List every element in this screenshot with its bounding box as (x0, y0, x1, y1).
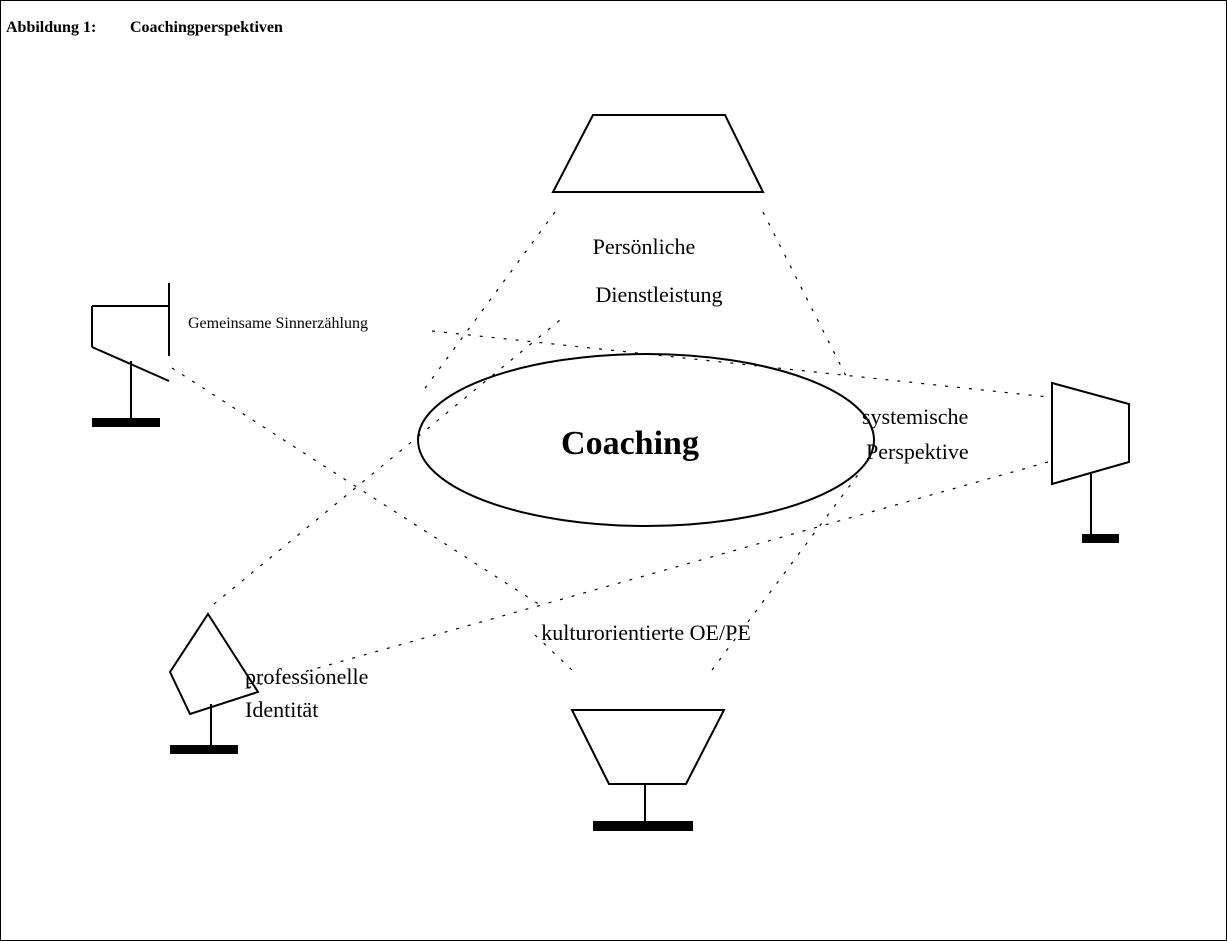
sight-line-bottom-left-upper (213, 319, 561, 605)
label-top-line1: Persönliche (593, 234, 696, 259)
label-left: Gemeinsame Sinnerzählung (188, 315, 368, 332)
sight-line-top-left (419, 211, 556, 396)
label-right-line2: Perspektive (866, 439, 969, 464)
label-right-line1: systemische (862, 404, 968, 429)
sight-line-left-lower (171, 367, 541, 606)
stand-base-right (1082, 534, 1119, 543)
spotlight-bottom-left (168, 612, 260, 746)
spotlight-top (551, 114, 765, 193)
sight-line-top-right (762, 211, 849, 381)
spotlight-bottom (570, 709, 726, 822)
figure-number: Abbildung 1: (6, 19, 97, 36)
sight-line-left-upper (431, 330, 1049, 398)
stand-base-bottom-left (170, 745, 238, 754)
coaching-label: Coaching (561, 425, 699, 462)
label-bottom-left-line2: Identität (245, 697, 318, 722)
sight-line-bottom-left (534, 634, 573, 671)
label-bottom-left-line1: professionelle (245, 664, 368, 689)
label-top-line2: Dienstleistung (595, 282, 722, 307)
sight-lines (171, 211, 1049, 691)
spotlight-left (91, 283, 170, 419)
label-bottom: kulturorientierte OE/PE (541, 620, 751, 645)
figure-caption: Abbildung 1: Coachingperspektiven (6, 18, 283, 38)
figure-title: Coachingperspektiven (130, 19, 283, 36)
stand-base-left (92, 418, 160, 427)
spotlight-right (1051, 381, 1130, 536)
stand-base-bottom (593, 821, 693, 831)
sight-line-right-lower (239, 461, 1049, 691)
coaching-ellipse (417, 353, 875, 527)
sight-line-bottom-right (711, 471, 861, 671)
